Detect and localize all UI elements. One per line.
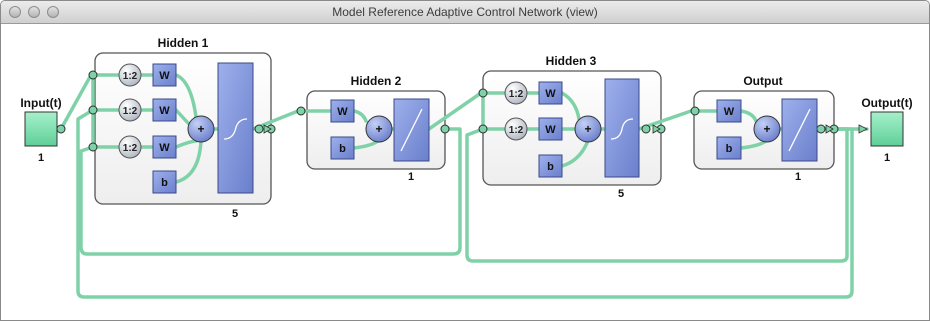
weight-block: W (330, 99, 355, 123)
bias-block: b (538, 154, 563, 178)
bias-block: b (330, 136, 355, 160)
input-terminal (24, 111, 58, 147)
svg-text:b: b (726, 143, 733, 155)
input-size: 1 (38, 152, 44, 164)
weight-block: W (152, 63, 177, 87)
delay-block: 1:2 (118, 135, 142, 159)
svg-text:1:2: 1:2 (123, 71, 138, 82)
weight-block: W (538, 117, 563, 141)
sigmoid-transfer-block (604, 78, 640, 178)
delay-block: 1:2 (504, 117, 528, 141)
delay-block: 1:2 (118, 98, 142, 122)
svg-text:b: b (161, 177, 168, 189)
sum-node: + (187, 115, 215, 143)
hidden-2-title: Hidden 2 (351, 74, 402, 88)
window-title: Model Reference Adaptive Control Network… (332, 5, 598, 19)
zoom-window-button[interactable] (47, 6, 59, 18)
svg-text:W: W (337, 106, 348, 118)
hidden-1-title: Hidden 1 (158, 36, 209, 50)
bias-block: b (152, 170, 177, 194)
output-terminal-size: 1 (884, 152, 890, 164)
hidden-3-size: 5 (618, 188, 624, 200)
minimize-window-button[interactable] (28, 6, 40, 18)
delay-block: 1:2 (118, 63, 142, 87)
flow-arrows (263, 124, 868, 134)
hidden-3-title: Hidden 3 (546, 54, 597, 68)
svg-text:1:2: 1:2 (123, 106, 138, 117)
svg-text:W: W (545, 124, 556, 136)
hidden-2-size: 1 (408, 171, 414, 183)
svg-text:+: + (584, 122, 591, 136)
output-layer-title: Output (743, 74, 782, 88)
delay-block: 1:2 (504, 81, 528, 105)
network-diagram: Input(t) 1 Output(t) 1 Hidden 1 1:2 1:2 … (20, 36, 913, 299)
output-terminal-label: Output(t) (861, 96, 912, 110)
junction-dots (56, 70, 839, 152)
sum-node: + (574, 115, 602, 143)
weight-block: W (152, 135, 177, 159)
bias-block: b (716, 136, 742, 160)
svg-text:1:2: 1:2 (509, 125, 524, 136)
svg-text:W: W (159, 142, 170, 154)
weight-block: W (716, 99, 742, 123)
output-layer-size: 1 (795, 171, 801, 183)
svg-text:W: W (159, 105, 170, 117)
title-bar: Model Reference Adaptive Control Network… (1, 1, 929, 24)
hidden-1-size: 5 (232, 208, 238, 220)
svg-text:b: b (547, 161, 554, 173)
weight-block: W (152, 98, 177, 122)
svg-text:+: + (763, 122, 770, 136)
sum-node: + (753, 115, 781, 143)
svg-text:1:2: 1:2 (509, 89, 524, 100)
sigmoid-transfer-block (217, 62, 254, 194)
input-label: Input(t) (20, 96, 61, 110)
svg-text:b: b (339, 143, 346, 155)
svg-text:W: W (724, 106, 735, 118)
svg-text:+: + (197, 122, 204, 136)
linear-transfer-block (781, 98, 818, 162)
weight-block: W (538, 81, 563, 105)
output-terminal (870, 111, 904, 147)
svg-text:1:2: 1:2 (123, 143, 138, 154)
svg-text:W: W (159, 70, 170, 82)
linear-transfer-block (393, 98, 430, 162)
svg-text:W: W (545, 88, 556, 100)
svg-text:+: + (375, 122, 382, 136)
sum-node: + (365, 115, 393, 143)
close-window-button[interactable] (9, 6, 21, 18)
